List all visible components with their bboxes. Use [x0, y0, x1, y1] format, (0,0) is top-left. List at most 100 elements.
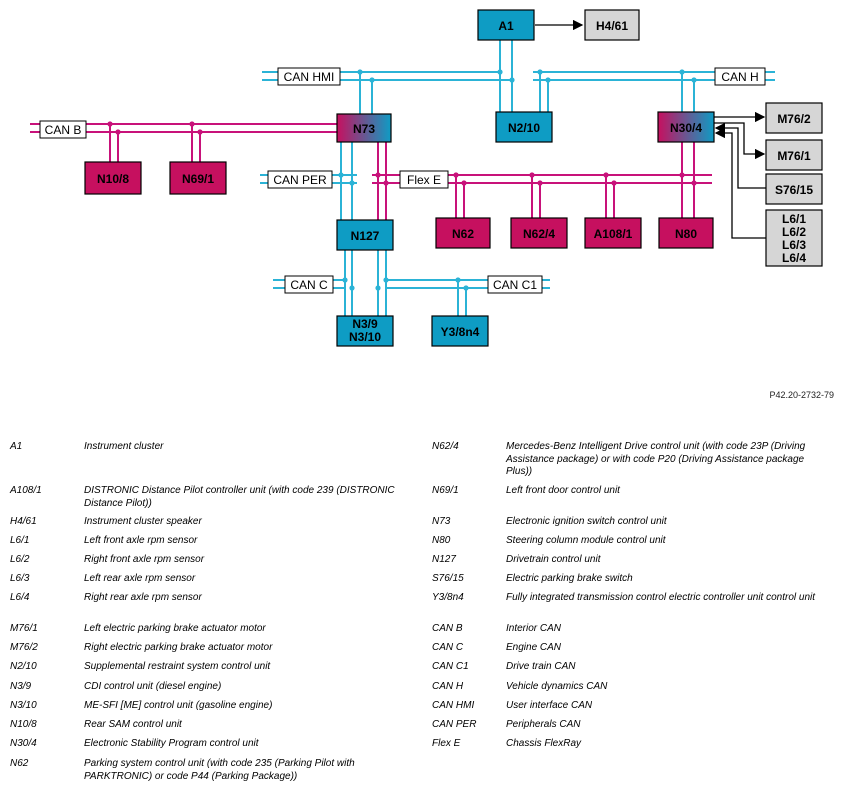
svg-text:A1: A1	[498, 19, 514, 33]
legend-code: N30/4	[10, 738, 37, 749]
legend-code: L6/3	[10, 573, 30, 584]
svg-text:N80: N80	[675, 227, 697, 241]
svg-text:L6/3: L6/3	[782, 238, 806, 252]
legend-desc: Peripherals CAN	[506, 719, 581, 730]
legend-code: CAN C	[432, 642, 464, 653]
svg-text:Flex E: Flex E	[407, 173, 441, 187]
bus-label-flex-e: Flex E	[399, 170, 449, 189]
bus-label-can-hmi: CAN HMI	[277, 67, 341, 86]
svg-text:Y3/8n4: Y3/8n4	[441, 325, 480, 339]
svg-text:N73: N73	[353, 122, 375, 136]
legend-desc: Left front axle rpm sensor	[84, 535, 198, 546]
legend-desc: Rear SAM control unit	[84, 719, 182, 730]
module-n80: N80	[658, 217, 714, 249]
legend-code: M76/2	[10, 642, 38, 653]
module-n3: N3/9 N3/10	[336, 315, 394, 347]
bus-label-can-per: CAN PER	[267, 170, 333, 189]
legend-desc: User interface CAN	[506, 700, 593, 711]
legend-desc: Drivetrain control unit	[506, 554, 601, 565]
cyan-junction-dots	[338, 69, 697, 291]
legend-desc: Right electric parking brake actuator mo…	[84, 642, 273, 653]
legend-code: Y3/8n4	[432, 592, 464, 603]
legend-desc: CDI control unit (diesel engine)	[84, 681, 222, 692]
svg-text:L6/2: L6/2	[782, 225, 806, 239]
legend-code: H4/61	[10, 516, 37, 527]
svg-text:CAN C1: CAN C1	[493, 278, 537, 292]
legend-desc: DISTRONIC Distance Pilot controller unit…	[84, 485, 395, 509]
legend-desc: Electric parking brake switch	[506, 573, 633, 584]
module-n30-4: N30/4	[657, 111, 715, 143]
legend-desc: Drive train CAN	[506, 661, 576, 672]
legend-desc: Supplemental restraint system control un…	[84, 661, 271, 672]
legend-desc: Mercedes-Benz Intelligent Drive control …	[506, 441, 806, 477]
module-a1: A1	[477, 9, 535, 41]
svg-text:H4/61: H4/61	[596, 19, 628, 33]
legend-code: N127	[432, 554, 456, 565]
legend-code: N69/1	[432, 485, 459, 496]
module-n73: N73	[336, 113, 392, 143]
bus-label-can-c1: CAN C1	[487, 275, 543, 294]
legend-code: N3/10	[10, 700, 37, 711]
svg-text:N3/10: N3/10	[349, 330, 381, 344]
svg-text:A108/1: A108/1	[594, 227, 633, 241]
legend-code: N10/8	[10, 719, 37, 730]
legend-code: N2/10	[10, 661, 37, 672]
legend-code: L6/1	[10, 535, 30, 546]
module-y3-8n4: Y3/8n4	[431, 315, 489, 347]
legend-desc: Interior CAN	[506, 623, 562, 634]
legend-code: CAN B	[432, 623, 463, 634]
legend-code: CAN H	[432, 681, 464, 692]
legend-code: M76/1	[10, 623, 38, 634]
module-m76-1: M76/1	[765, 139, 823, 171]
module-a108-1: A108/1	[584, 217, 642, 249]
legend-desc: Parking system control unit (with code 2…	[84, 758, 355, 782]
module-l6: L6/1 L6/2 L6/3 L6/4	[765, 209, 823, 267]
legend-code: CAN HMI	[432, 700, 475, 711]
svg-text:CAN HMI: CAN HMI	[284, 70, 335, 84]
legend-desc: Chassis FlexRay	[506, 738, 582, 749]
svg-text:N2/10: N2/10	[508, 121, 540, 135]
legend-code: CAN C1	[432, 661, 469, 672]
legend-code: N62	[10, 758, 29, 769]
figure-reference: P42.20-2732-79	[769, 390, 834, 400]
module-n62: N62	[435, 217, 491, 249]
module-n10-8: N10/8	[84, 161, 142, 195]
legend-desc: Electronic ignition switch control unit	[506, 516, 667, 527]
legend-desc: Instrument cluster speaker	[84, 516, 202, 527]
module-n69-1: N69/1	[169, 161, 227, 195]
legend-desc: Left front door control unit	[506, 485, 620, 496]
legend-code: N73	[432, 516, 451, 527]
legend-code: A1	[10, 441, 23, 452]
svg-text:N30/4: N30/4	[670, 121, 702, 135]
svg-text:M76/2: M76/2	[777, 112, 811, 126]
module-n2-10: N2/10	[495, 111, 553, 143]
legend-desc: Left electric parking brake actuator mot…	[84, 623, 266, 634]
svg-text:N62: N62	[452, 227, 474, 241]
module-h4-61: H4/61	[584, 9, 640, 41]
svg-text:N62/4: N62/4	[523, 227, 555, 241]
svg-text:S76/15: S76/15	[775, 183, 813, 197]
bus-label-can-b: CAN B	[39, 120, 87, 139]
bus-label-can-c: CAN C	[284, 275, 334, 294]
svg-text:L6/4: L6/4	[782, 251, 806, 265]
svg-text:CAN PER: CAN PER	[273, 173, 327, 187]
svg-text:CAN C: CAN C	[290, 278, 328, 292]
legend-code: N3/9	[10, 681, 32, 692]
legend-right: N62/4 Mercedes-Benz Intelligent Drive con…	[432, 441, 837, 791]
svg-text:N10/8: N10/8	[97, 172, 129, 186]
legend-desc: Right rear axle rpm sensor	[84, 592, 202, 603]
legend-desc: Engine CAN	[506, 642, 562, 653]
module-m76-2: M76/2	[765, 102, 823, 134]
svg-text:L6/1: L6/1	[782, 212, 806, 226]
module-s76-15: S76/15	[765, 173, 823, 205]
black-connectors	[535, 19, 766, 239]
legend-desc: Fully integrated transmission control el…	[506, 592, 816, 603]
legend-desc: Vehicle dynamics CAN	[506, 681, 608, 692]
legend-code: N62/4	[432, 441, 459, 452]
legend-code: A108/1	[10, 485, 42, 496]
legend-code: Flex E	[432, 738, 461, 749]
legend-desc: Right front axle rpm sensor	[84, 554, 205, 565]
svg-text:M76/1: M76/1	[777, 149, 811, 163]
svg-text:CAN H: CAN H	[721, 70, 758, 84]
